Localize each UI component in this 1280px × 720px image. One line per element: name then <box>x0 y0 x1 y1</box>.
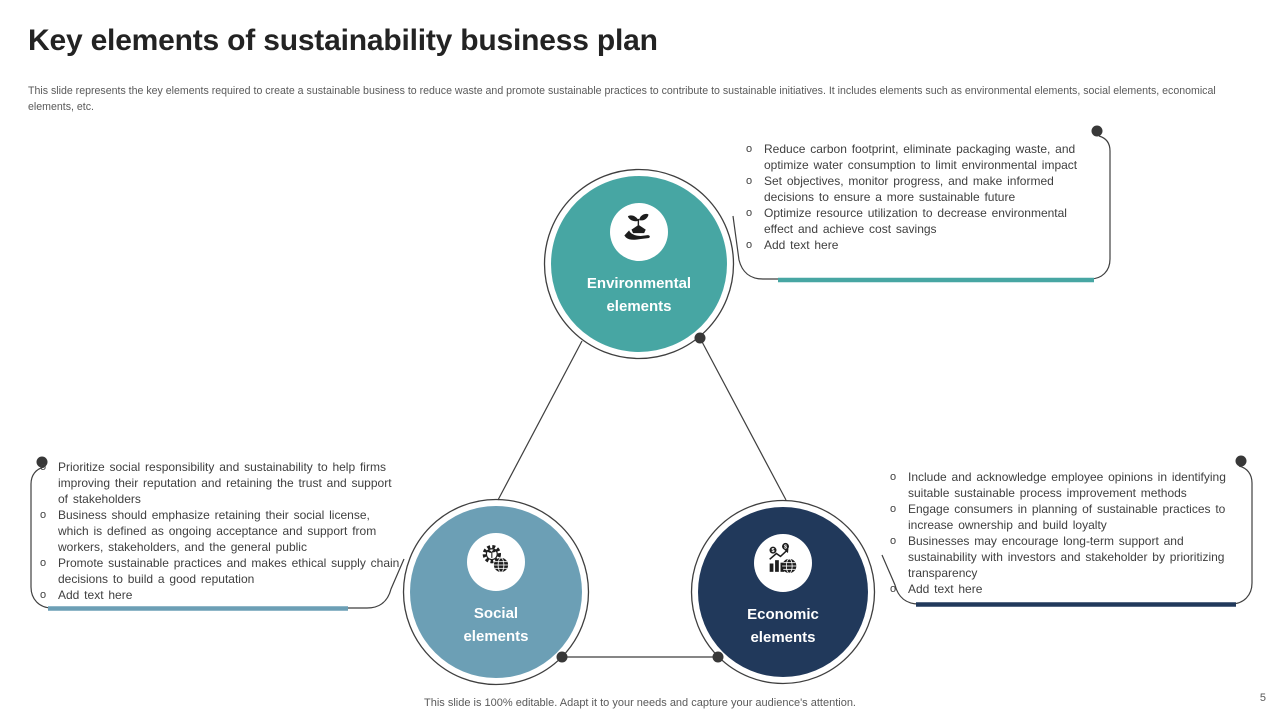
node-economic: $ $ Economic elements <box>698 507 868 677</box>
dot-economic-callout <box>1235 455 1247 467</box>
bullet-marker: o <box>746 239 753 251</box>
eco-gear-globe-icon <box>476 540 516 585</box>
dot-economic-ring <box>712 651 724 663</box>
growth-chart-globe-icon: $ $ <box>763 541 803 586</box>
connector-env-economic <box>699 337 787 501</box>
hand-holding-plant-icon <box>620 211 658 254</box>
economic-icon-badge: $ $ <box>754 534 812 592</box>
footer-note: This slide is 100% editable. Adapt it to… <box>424 697 856 709</box>
bullet-marker: o <box>890 583 897 595</box>
social-icon-badge <box>467 533 525 591</box>
social-ring <box>402 498 590 686</box>
bullet-marker: o <box>890 535 897 547</box>
bullet-marker: o <box>40 557 47 569</box>
node-social: Social elements <box>410 506 582 678</box>
environmental-icon-badge <box>610 203 668 261</box>
page-title: Key elements of sustainability business … <box>28 24 658 57</box>
dot-env-callout <box>1091 125 1103 137</box>
economic-callout-border <box>881 465 1253 605</box>
dot-env-ring <box>694 332 706 344</box>
bullet-marker: o <box>746 143 753 155</box>
bullet-marker: o <box>40 589 47 601</box>
economic-ring <box>690 499 876 685</box>
node-environmental-label: Environmental elements <box>586 275 692 315</box>
dot-social-ring <box>556 651 568 663</box>
environmental-ring <box>543 168 735 360</box>
node-economic-label: Economic elements <box>747 606 819 646</box>
dot-social-callout <box>36 456 48 468</box>
bullet-marker: o <box>890 471 897 483</box>
connector-env-social <box>497 340 583 501</box>
bullet-marker: o <box>746 207 753 219</box>
node-social-label: Social elements <box>463 605 529 645</box>
svg-text:$: $ <box>771 548 774 554</box>
social-callout-border <box>30 466 405 609</box>
bullet-marker: o <box>890 503 897 515</box>
node-environmental: Environmental elements <box>551 176 727 352</box>
environmental-callout-border <box>732 135 1111 280</box>
slide-description: This slide represents the key elements r… <box>28 85 1216 113</box>
bullet-marker: o <box>40 461 47 473</box>
page-number: 5 <box>1259 692 1266 704</box>
bullet-marker: o <box>40 509 47 521</box>
bullet-marker: o <box>746 175 753 187</box>
svg-text:$: $ <box>784 544 787 550</box>
